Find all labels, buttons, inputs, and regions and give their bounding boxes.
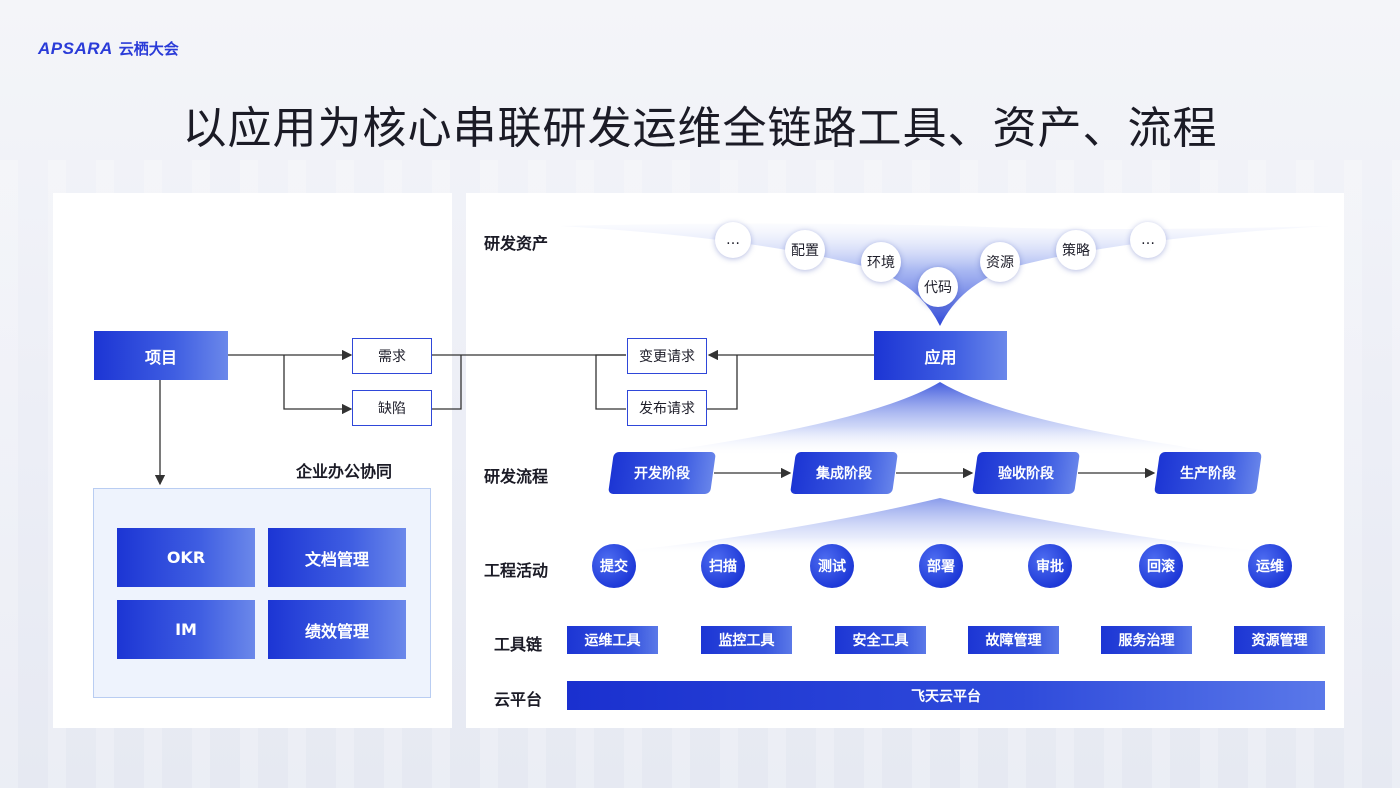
activity-approve[interactable]: 审批 xyxy=(1028,544,1072,588)
tool-service-governance[interactable]: 服务治理 xyxy=(1101,626,1192,654)
stage-development[interactable]: 开发阶段 xyxy=(608,452,716,494)
activity-label: 回滚 xyxy=(1147,559,1175,575)
stage-label: 集成阶段 xyxy=(816,466,872,482)
demand-label: 需求 xyxy=(378,349,406,365)
tool-ops[interactable]: 运维工具 xyxy=(567,626,658,654)
activity-label: 提交 xyxy=(600,559,628,575)
application-label: 应用 xyxy=(924,347,957,367)
collab-item-im[interactable]: IM xyxy=(117,600,255,659)
logo-brand: APSARA xyxy=(38,38,113,58)
collab-item-label: 绩效管理 xyxy=(304,621,369,641)
collab-item-label: IM xyxy=(175,620,197,639)
tool-incident[interactable]: 故障管理 xyxy=(968,626,1059,654)
asset-label: … xyxy=(1141,232,1155,248)
activity-label: 测试 xyxy=(818,559,846,575)
row-label-activities: 工程活动 xyxy=(484,561,549,580)
activity-label: 运维 xyxy=(1256,559,1284,575)
asset-label: … xyxy=(726,232,740,248)
activity-scan[interactable]: 扫描 xyxy=(701,544,745,588)
tool-security[interactable]: 安全工具 xyxy=(835,626,926,654)
activity-test[interactable]: 测试 xyxy=(810,544,854,588)
tool-label: 安全工具 xyxy=(852,633,909,649)
collab-item-docs[interactable]: 文档管理 xyxy=(268,528,406,587)
collab-item-okr[interactable]: OKR xyxy=(117,528,255,587)
stage-integration[interactable]: 集成阶段 xyxy=(790,452,898,494)
asset-more-left[interactable]: … xyxy=(715,222,751,258)
process-fan xyxy=(610,382,1300,456)
activity-operations[interactable]: 运维 xyxy=(1248,544,1292,588)
activity-rollback[interactable]: 回滚 xyxy=(1139,544,1183,588)
asset-label: 资源 xyxy=(986,255,1014,271)
asset-more-right[interactable]: … xyxy=(1130,222,1166,258)
release-request-box[interactable]: 发布请求 xyxy=(627,390,707,426)
demand-box[interactable]: 需求 xyxy=(352,338,432,374)
tool-label: 监控工具 xyxy=(718,633,775,649)
asset-policy[interactable]: 策略 xyxy=(1056,230,1096,270)
activity-label: 部署 xyxy=(927,559,955,575)
tool-resource[interactable]: 资源管理 xyxy=(1234,626,1325,654)
stage-label: 生产阶段 xyxy=(1180,466,1236,482)
collab-item-label: OKR xyxy=(166,548,206,567)
tool-monitoring[interactable]: 监控工具 xyxy=(701,626,792,654)
change-request-label: 变更请求 xyxy=(639,349,695,365)
defect-label: 缺陷 xyxy=(378,401,406,417)
project-label: 项目 xyxy=(144,347,177,367)
tool-label: 服务治理 xyxy=(1118,633,1175,649)
asset-label: 配置 xyxy=(791,243,819,259)
application-box[interactable]: 应用 xyxy=(874,331,1007,380)
cloud-platform-label: 飞天云平台 xyxy=(911,688,981,705)
stage-production[interactable]: 生产阶段 xyxy=(1154,452,1262,494)
row-label-cloud: 云平台 xyxy=(494,690,543,709)
defect-box[interactable]: 缺陷 xyxy=(352,390,432,426)
row-label-process: 研发流程 xyxy=(484,467,549,486)
logo: APSARA 云栖大会 xyxy=(38,38,179,59)
asset-config[interactable]: 配置 xyxy=(785,230,825,270)
activities-fan xyxy=(590,498,1300,554)
cloud-platform-bar[interactable]: 飞天云平台 xyxy=(567,681,1325,710)
collab-item-performance[interactable]: 绩效管理 xyxy=(268,600,406,659)
collab-title: 企业办公协同 xyxy=(296,462,393,481)
stage-acceptance[interactable]: 验收阶段 xyxy=(972,452,1080,494)
asset-label: 环境 xyxy=(867,255,895,271)
stage-label: 开发阶段 xyxy=(634,466,690,482)
row-label-toolchain: 工具链 xyxy=(494,635,543,654)
activity-label: 审批 xyxy=(1036,559,1064,575)
logo-name: 云栖大会 xyxy=(118,40,179,58)
stage-label: 验收阶段 xyxy=(998,466,1054,482)
asset-code[interactable]: 代码 xyxy=(918,267,958,307)
change-request-box[interactable]: 变更请求 xyxy=(627,338,707,374)
collab-item-label: 文档管理 xyxy=(304,549,369,569)
row-label-assets: 研发资产 xyxy=(484,234,549,253)
tool-label: 运维工具 xyxy=(584,633,641,649)
asset-resource[interactable]: 资源 xyxy=(980,242,1020,282)
activity-label: 扫描 xyxy=(709,559,737,575)
collab-area xyxy=(93,488,431,698)
activity-deploy[interactable]: 部署 xyxy=(919,544,963,588)
tool-label: 故障管理 xyxy=(985,633,1042,649)
activity-commit[interactable]: 提交 xyxy=(592,544,636,588)
tool-label: 资源管理 xyxy=(1251,633,1308,649)
asset-environment[interactable]: 环境 xyxy=(861,242,901,282)
page-title: 以应用为核心串联研发运维全链路工具、资产、流程 xyxy=(182,103,1218,154)
project-box[interactable]: 项目 xyxy=(94,331,228,380)
asset-label: 策略 xyxy=(1062,243,1090,259)
asset-label: 代码 xyxy=(924,280,952,296)
release-request-label: 发布请求 xyxy=(639,401,695,417)
